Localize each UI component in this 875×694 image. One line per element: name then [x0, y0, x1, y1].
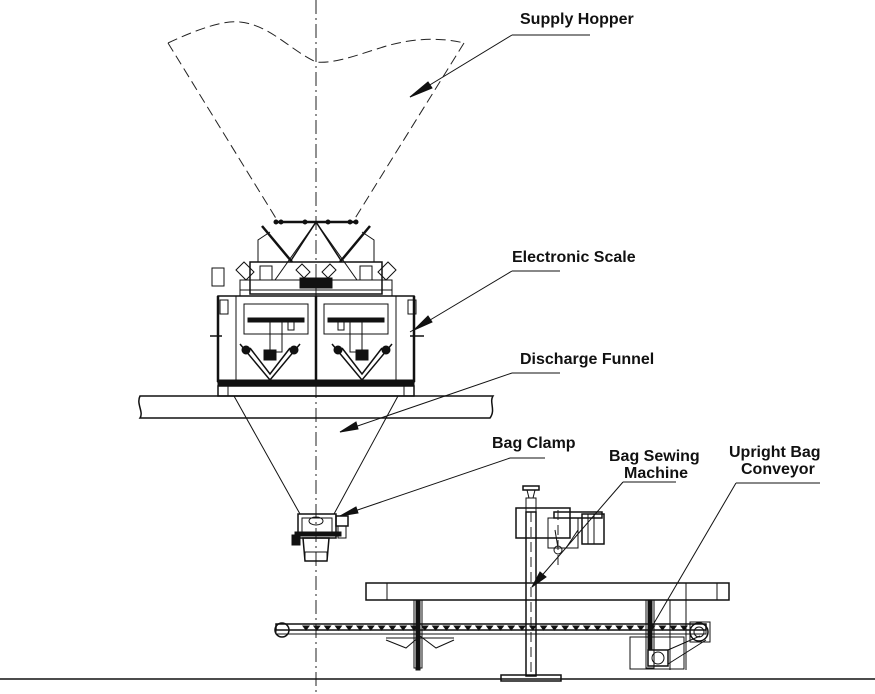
conveyor-roller [323, 625, 332, 631]
supply-hopper-outline [167, 21, 465, 221]
conveyor-roller [550, 625, 559, 631]
leader-upright-bag-conveyor [649, 482, 820, 631]
label-upright-bag-conveyor-line1: Upright Bag [729, 444, 821, 461]
conveyor-roller [507, 625, 516, 631]
label-supply-hopper: Supply Hopper [520, 11, 634, 28]
conveyor-roller [582, 625, 591, 631]
conveyor-roller [377, 625, 386, 631]
conveyor-roller [572, 625, 580, 631]
conveyor-roller [356, 625, 364, 631]
bag-clamp-body [291, 513, 349, 562]
conveyor-roller [474, 625, 483, 631]
label-bag-clamp: Bag Clamp [492, 435, 576, 452]
conveyor-roller [399, 625, 408, 631]
conveyor-roller [669, 625, 678, 631]
electronic-scale-body [210, 219, 424, 397]
conveyor-roller [636, 625, 645, 631]
label-bag-sewing-machine-line2: Machine [624, 465, 688, 482]
conveyor-roller [366, 625, 375, 631]
conveyor-roller [561, 625, 570, 631]
label-bag-sewing-machine-line1: Bag Sewing [609, 448, 700, 465]
leader-electronic-scale [409, 270, 560, 333]
conveyor-roller [626, 625, 634, 631]
conveyor-roller [539, 625, 548, 631]
conveyor-roller [496, 625, 505, 631]
conveyor-roller [593, 625, 602, 631]
conveyor-roller [388, 625, 397, 631]
leader-bag-clamp [339, 457, 545, 517]
leader-supply-hopper [409, 34, 590, 98]
label-electronic-scale: Electronic Scale [512, 249, 636, 266]
conveyor-roller [431, 625, 440, 631]
conveyor-roller [345, 625, 354, 631]
conveyor-roller [658, 625, 667, 631]
sewing-machine-body [500, 485, 605, 682]
conveyor-roller [334, 625, 343, 631]
leader-discharge-funnel [339, 372, 560, 433]
conveyor-roller [302, 625, 310, 631]
label-upright-bag-conveyor-line2: Conveyor [741, 461, 815, 478]
conveyor-roller [518, 625, 526, 631]
conveyor-roller [604, 625, 613, 631]
conveyor-roller [528, 625, 537, 631]
label-discharge-funnel: Discharge Funnel [520, 351, 654, 368]
conveyor-roller [485, 625, 494, 631]
conveyor-body [274, 599, 711, 671]
conveyor-roller [312, 625, 321, 631]
leader-bag-sewing-machine [531, 481, 676, 588]
conveyor-roller [442, 625, 451, 631]
conveyor-roller [615, 625, 624, 631]
conveyor-roller [464, 625, 472, 631]
guide-rail [365, 582, 730, 601]
platform-slab [138, 395, 495, 419]
conveyor-roller [420, 625, 429, 631]
conveyor-roller [453, 625, 462, 631]
